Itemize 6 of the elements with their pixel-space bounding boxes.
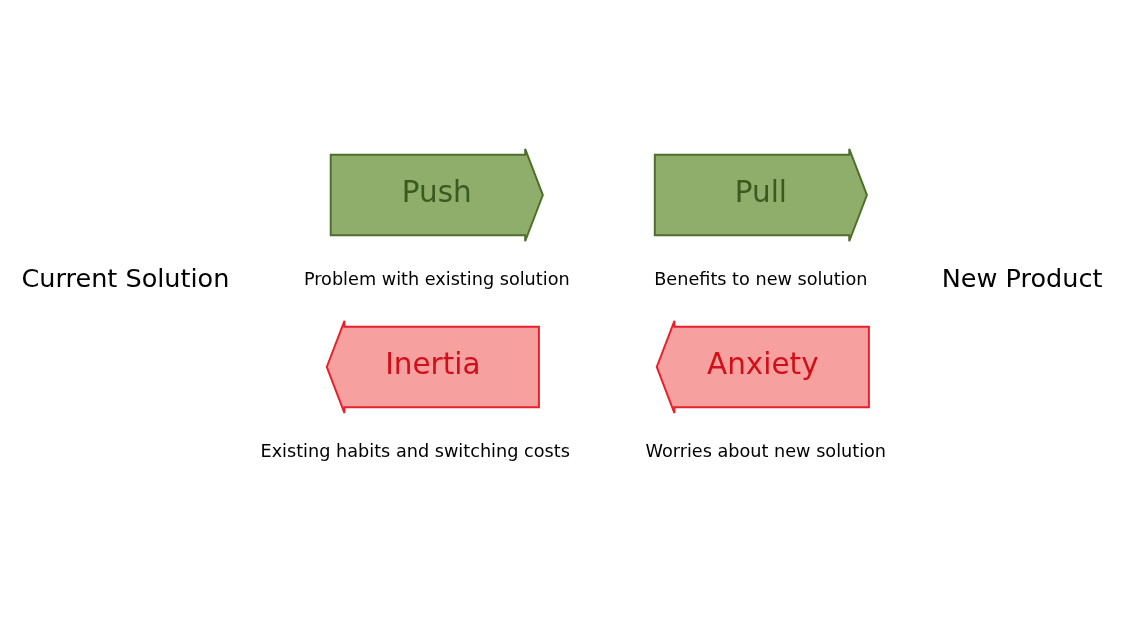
node-label: Problem with existing solution [303,268,570,289]
label: New Product [941,262,1103,293]
node-label: Benefits to new solution [654,268,868,289]
label: Current Solution [21,262,230,293]
node-label: Worries about new solution [645,440,887,461]
node-label: Existing habits and switching costs [260,440,570,461]
